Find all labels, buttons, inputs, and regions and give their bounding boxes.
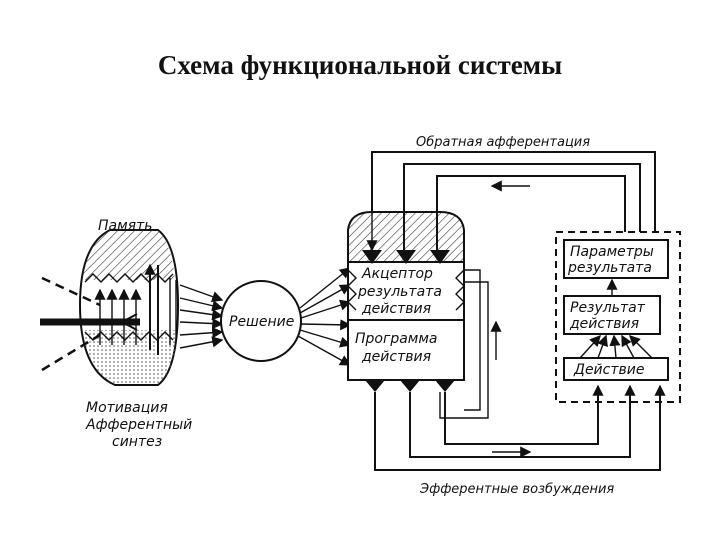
page-title: Схема функциональной системы [157,50,563,80]
params-label-2: результата [567,260,652,276]
synthesis-to-decision-arrows [179,284,224,349]
params-box [563,239,669,279]
params-label-1: Параметры [570,244,654,260]
feedback-label: Обратная афферентация [416,135,590,150]
feedback-loop [366,151,656,252]
action-label: Действие [573,362,644,378]
decision-to-acceptor-arrows [297,267,352,366]
motivation-label: Мотивация [86,400,168,416]
program-label-2: действия [361,349,431,365]
acceptor-label-3: действия [361,301,431,317]
afferent-synthesis-label-1: Афферентный [85,417,192,433]
afferent-synthesis-block [40,229,180,386]
afferent-synthesis-label-2: синтез [112,434,162,450]
result-box [563,295,661,335]
acceptor-label-1: Акцептор [361,266,433,282]
result-label-1: Результат [570,300,646,316]
acceptor-internal-loop [439,269,502,419]
result-system-block [555,231,681,403]
program-label-1: Программа [355,331,438,347]
decision-label: Решение [229,314,294,330]
decision-node [220,280,302,362]
result-internal-arrows [579,278,653,359]
memory-label: Память [98,218,153,234]
efferent-loop [374,384,666,471]
efferent-label: Эфферентные возбуждения [419,482,614,497]
result-label-2: действия [569,316,639,332]
acceptor-label-2: результата [357,284,442,300]
